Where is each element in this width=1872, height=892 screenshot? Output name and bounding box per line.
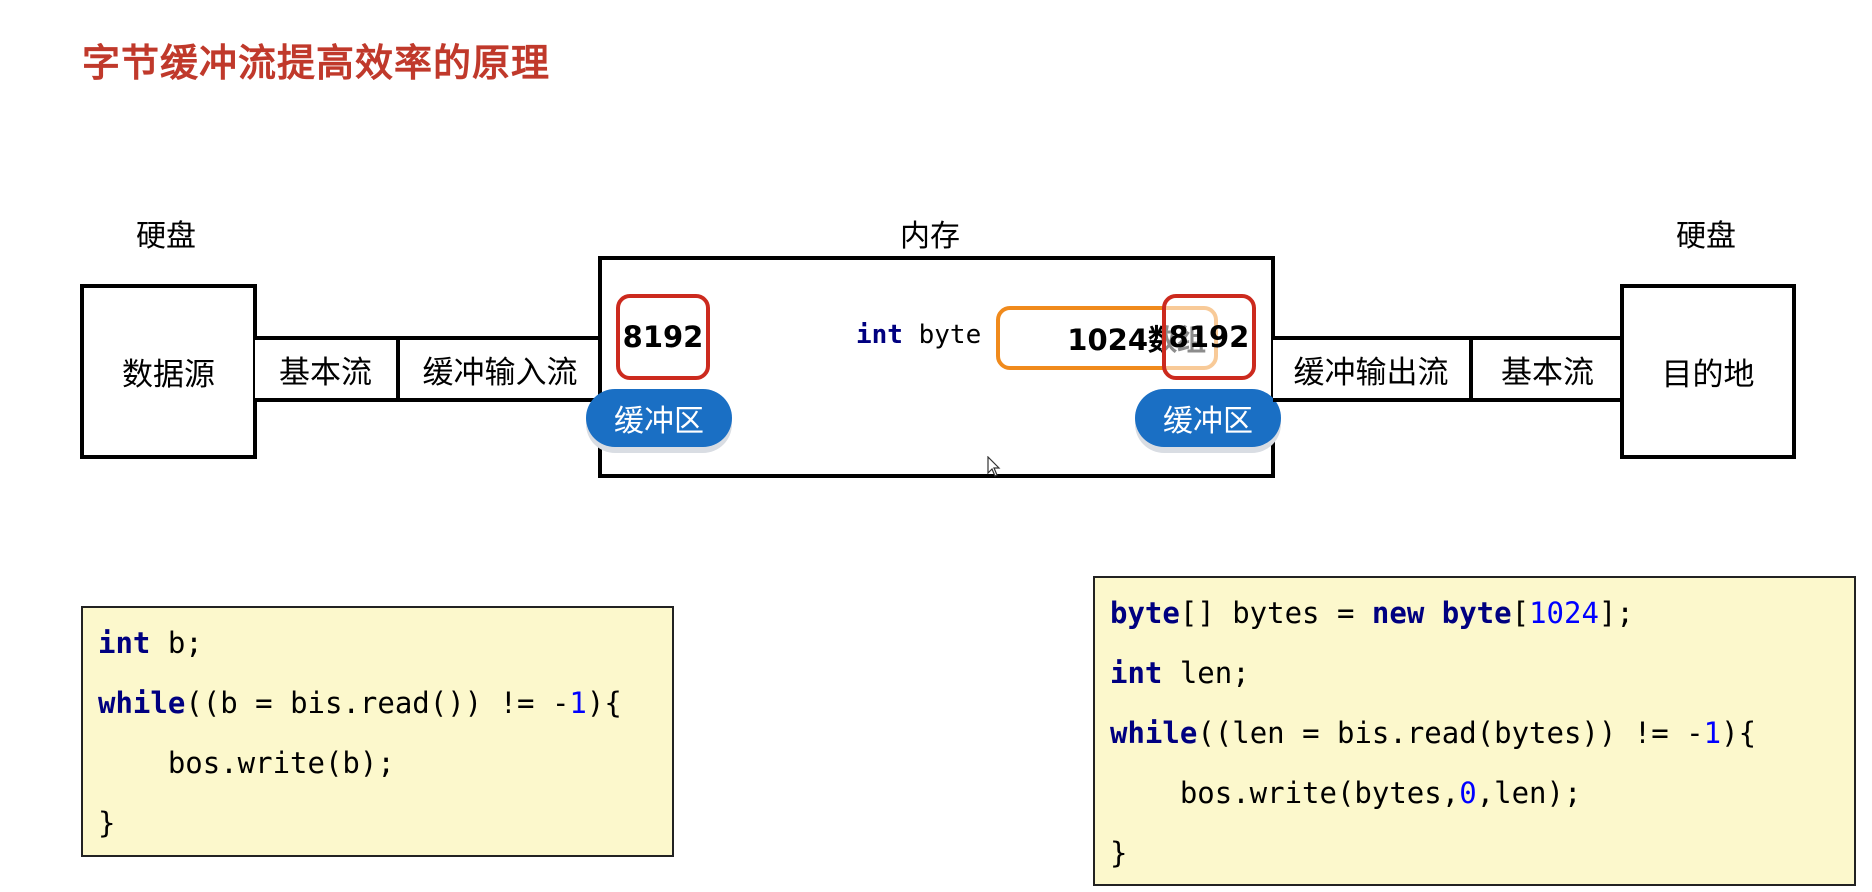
page-title: 字节缓冲流提高效率的原理 [82,41,551,85]
output-buffered-stream: 缓冲输出流 [1273,340,1473,398]
memory-label: 内存 [900,219,960,254]
input-basic-stream: 基本流 [255,340,400,398]
int-keyword: int [856,320,903,350]
input-pipe: 基本流 缓冲输入流 [255,336,600,402]
disk-left-label: 硬盘 [136,219,196,254]
byte-text: byte [918,320,982,350]
code-block-byte-array: byte[] bytes = new byte[1024]; int len; … [1093,576,1856,886]
output-basic-stream: 基本流 [1501,354,1594,391]
code-line: } [98,806,116,840]
destination-box: 目的地 [1620,284,1796,459]
code-line: byte[] bytes = new byte[1024]; [1110,596,1634,630]
code-line: while((b = bis.read()) != -1){ [98,686,622,720]
left-buffer-badge: 缓冲区 [586,389,732,447]
code-block-single-byte: int b; while((b = bis.read()) != -1){ bo… [81,606,674,857]
code-line: bos.write(b); [98,746,395,780]
code-line: while((len = bis.read(bytes)) != -1){ [1110,716,1757,750]
input-buffered-stream: 缓冲输入流 [422,354,578,391]
int-byte-text: int byte [856,320,981,350]
code-line: } [1110,836,1128,870]
code-line: bos.write(bytes,0,len); [1110,776,1582,810]
output-pipe: 缓冲输出流 基本流 [1273,336,1622,402]
right-buffer-box: 8192 [1162,294,1256,380]
mouse-cursor-icon [987,455,1001,482]
disk-right-label: 硬盘 [1676,219,1736,254]
data-source-box: 数据源 [80,284,257,459]
code-line: int len; [1110,656,1250,690]
left-buffer-box: 8192 [616,294,710,380]
code-line: int b; [98,626,203,660]
right-buffer-badge: 缓冲区 [1135,389,1281,447]
